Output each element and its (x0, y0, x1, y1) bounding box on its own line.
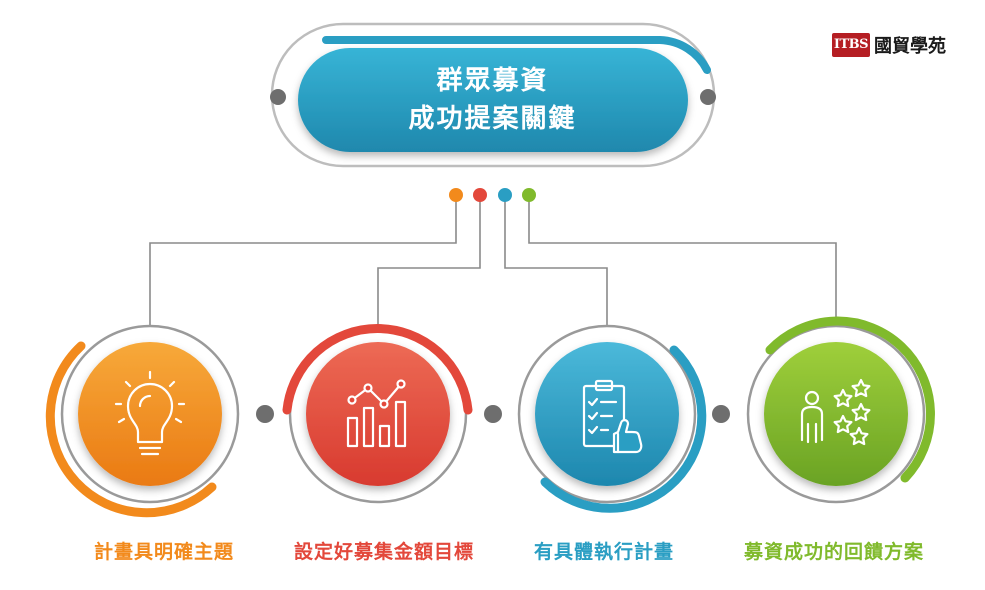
person-stars-icon (800, 378, 871, 446)
logo: ITBS 國貿學苑 (832, 32, 946, 58)
caption-4: 募資成功的回饋方案 (743, 541, 924, 563)
logo-badge: ITBS (832, 33, 870, 57)
title-box (298, 48, 688, 152)
node-2 (282, 324, 473, 504)
connector-dots (449, 188, 536, 202)
separator-dots (256, 405, 730, 423)
logo-name: 國貿學苑 (874, 36, 946, 57)
caption-2: 設定好募集金額目標 (293, 541, 474, 563)
node-4 (746, 316, 936, 504)
connector-lines (149, 200, 837, 326)
lightbulb-icon (114, 370, 186, 456)
checklist-thumbs-up-icon (582, 379, 643, 454)
caption-1: 計畫具明確主題 (93, 541, 234, 563)
title-block (270, 22, 716, 168)
title-line-1: 群眾募資 (436, 66, 549, 96)
node-3 (517, 324, 707, 513)
bar-chart-icon (346, 379, 407, 448)
caption-3: 有具體執行計畫 (533, 541, 674, 563)
node-1 (45, 324, 240, 518)
title-line-2: 成功提案關鍵 (408, 104, 577, 134)
